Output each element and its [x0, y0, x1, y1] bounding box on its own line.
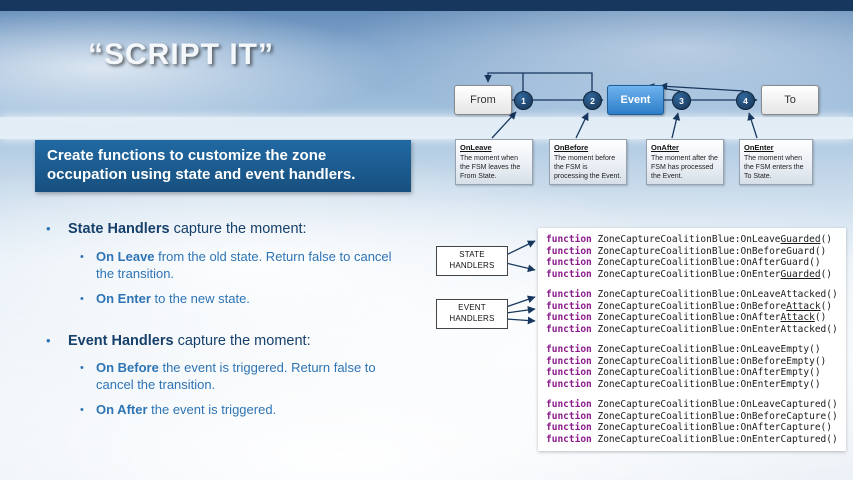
code-group: function ZoneCaptureCoalitionBlue:OnLeav… — [546, 289, 838, 335]
bullet-icon: • — [80, 250, 84, 263]
code-panel: function ZoneCaptureCoalitionBlue:OnLeav… — [538, 228, 846, 451]
code-keyword: function — [546, 234, 598, 245]
step-circle-4: 4 — [736, 91, 755, 110]
event-box: Event — [607, 85, 664, 115]
background-band — [0, 117, 853, 139]
code-keyword: function — [546, 378, 598, 390]
code-keyword: function — [546, 355, 598, 367]
code-line: function ZoneCaptureCoalitionBlue:OnEnte… — [546, 268, 833, 280]
bullet-icon: • — [80, 292, 84, 305]
bullet-icon: • — [80, 362, 84, 375]
callout-title: OnAfter — [651, 143, 679, 152]
callout-text: The moment after the FSM has processed t… — [651, 154, 718, 180]
code-keyword: function — [546, 312, 598, 323]
list-item: • On Enter to the new state. — [80, 290, 250, 306]
code-underlined-term: Attack — [780, 312, 815, 323]
list-item: • On Before the event is triggered. Retu… — [80, 360, 376, 393]
code-group: function ZoneCaptureCoalitionBlue:OnLeav… — [546, 234, 838, 280]
code-line: function ZoneCaptureCoalitionBlue:OnLeav… — [546, 234, 833, 245]
callout-onbefore: OnBefore The moment before the FSM is pr… — [549, 139, 627, 186]
code-line: function ZoneCaptureCoalitionBlue:OnLeav… — [546, 344, 821, 355]
code-line: function ZoneCaptureCoalitionBlue:OnAfte… — [546, 257, 821, 268]
code-group: function ZoneCaptureCoalitionBlue:OnLeav… — [546, 399, 838, 445]
code-group: function ZoneCaptureCoalitionBlue:OnLeav… — [546, 344, 838, 390]
code-keyword: function — [546, 323, 598, 335]
code-line: function ZoneCaptureCoalitionBlue:OnAfte… — [546, 312, 827, 323]
event-handlers-section: • Event Handlers capture the moment: • O… — [46, 332, 438, 420]
code-line: function ZoneCaptureCoalitionBlue:OnBefo… — [546, 300, 833, 312]
code-underlined-term: Guarded — [780, 234, 821, 245]
code-line: function ZoneCaptureCoalitionBlue:OnLeav… — [546, 289, 838, 300]
code-keyword: function — [546, 410, 598, 422]
list-item: • On After the event is triggered. — [80, 402, 277, 418]
list-item: • On Leave from the old state. Return fa… — [80, 248, 392, 281]
handler-label-arrows — [505, 240, 536, 325]
code-keyword: function — [546, 344, 598, 355]
to-state-box: To — [761, 85, 819, 115]
step-circle-2: 2 — [583, 91, 602, 110]
step-circle-3: 3 — [672, 91, 691, 110]
list-item: • State Handlers capture the moment: — [46, 221, 307, 237]
callout-text: The moment before the FSM is processing … — [554, 154, 622, 180]
code-line: function ZoneCaptureCoalitionBlue:OnEnte… — [546, 323, 838, 335]
code-line: function ZoneCaptureCoalitionBlue:OnEnte… — [546, 378, 821, 390]
code-underlined-term: Attack — [786, 300, 821, 312]
state-handlers-section: • State Handlers capture the moment: • O… — [46, 220, 438, 308]
step-circle-1: 1 — [514, 91, 533, 110]
callout-onleave: OnLeave The moment when the FSM leaves t… — [455, 139, 533, 186]
event-handlers-label: EVENT HANDLERS — [436, 299, 508, 329]
bullet-icon: • — [46, 332, 51, 348]
code-line: function ZoneCaptureCoalitionBlue:OnEnte… — [546, 433, 838, 445]
code-underlined-term: Guarded — [780, 268, 821, 280]
bullet-icon: • — [46, 221, 51, 236]
top-bar — [0, 0, 853, 11]
code-line: function ZoneCaptureCoalitionBlue:OnBefo… — [546, 355, 827, 367]
code-keyword: function — [546, 268, 598, 280]
callout-onafter: OnAfter The moment after the FSM has pro… — [646, 139, 724, 186]
callout-title: OnEnter — [744, 143, 774, 152]
slide-title: “SCRIPT IT” — [88, 38, 275, 71]
code-line: function ZoneCaptureCoalitionBlue:OnAfte… — [546, 367, 821, 378]
code-keyword: function — [546, 257, 598, 268]
code-line: function ZoneCaptureCoalitionBlue:OnLeav… — [546, 399, 838, 410]
bullet-list: • State Handlers capture the moment: • O… — [46, 220, 438, 443]
callout-text: The moment when the FSM enters the To St… — [744, 154, 804, 180]
intro-banner: Create functions to customize the zone o… — [35, 140, 411, 192]
code-keyword: function — [546, 300, 598, 312]
callout-text: The moment when the FSM leaves the From … — [460, 154, 521, 180]
code-keyword: function — [546, 245, 598, 257]
code-line: function ZoneCaptureCoalitionBlue:OnBefo… — [546, 245, 827, 257]
code-keyword: function — [546, 399, 598, 410]
state-handlers-label: STATE HANDLERS — [436, 246, 508, 276]
from-state-box: From — [454, 85, 512, 115]
code-keyword: function — [546, 433, 598, 445]
code-line: function ZoneCaptureCoalitionBlue:OnAfte… — [546, 422, 832, 433]
code-keyword: function — [546, 367, 598, 378]
code-line: function ZoneCaptureCoalitionBlue:OnBefo… — [546, 410, 838, 422]
code-keyword: function — [546, 422, 598, 433]
callout-title: OnBefore — [554, 143, 589, 152]
callout-title: OnLeave — [460, 143, 492, 152]
list-item: • Event Handlers capture the moment: — [46, 332, 311, 349]
code-keyword: function — [546, 289, 598, 300]
bullet-icon: • — [80, 404, 84, 417]
callout-onenter: OnEnter The moment when the FSM enters t… — [739, 139, 813, 186]
